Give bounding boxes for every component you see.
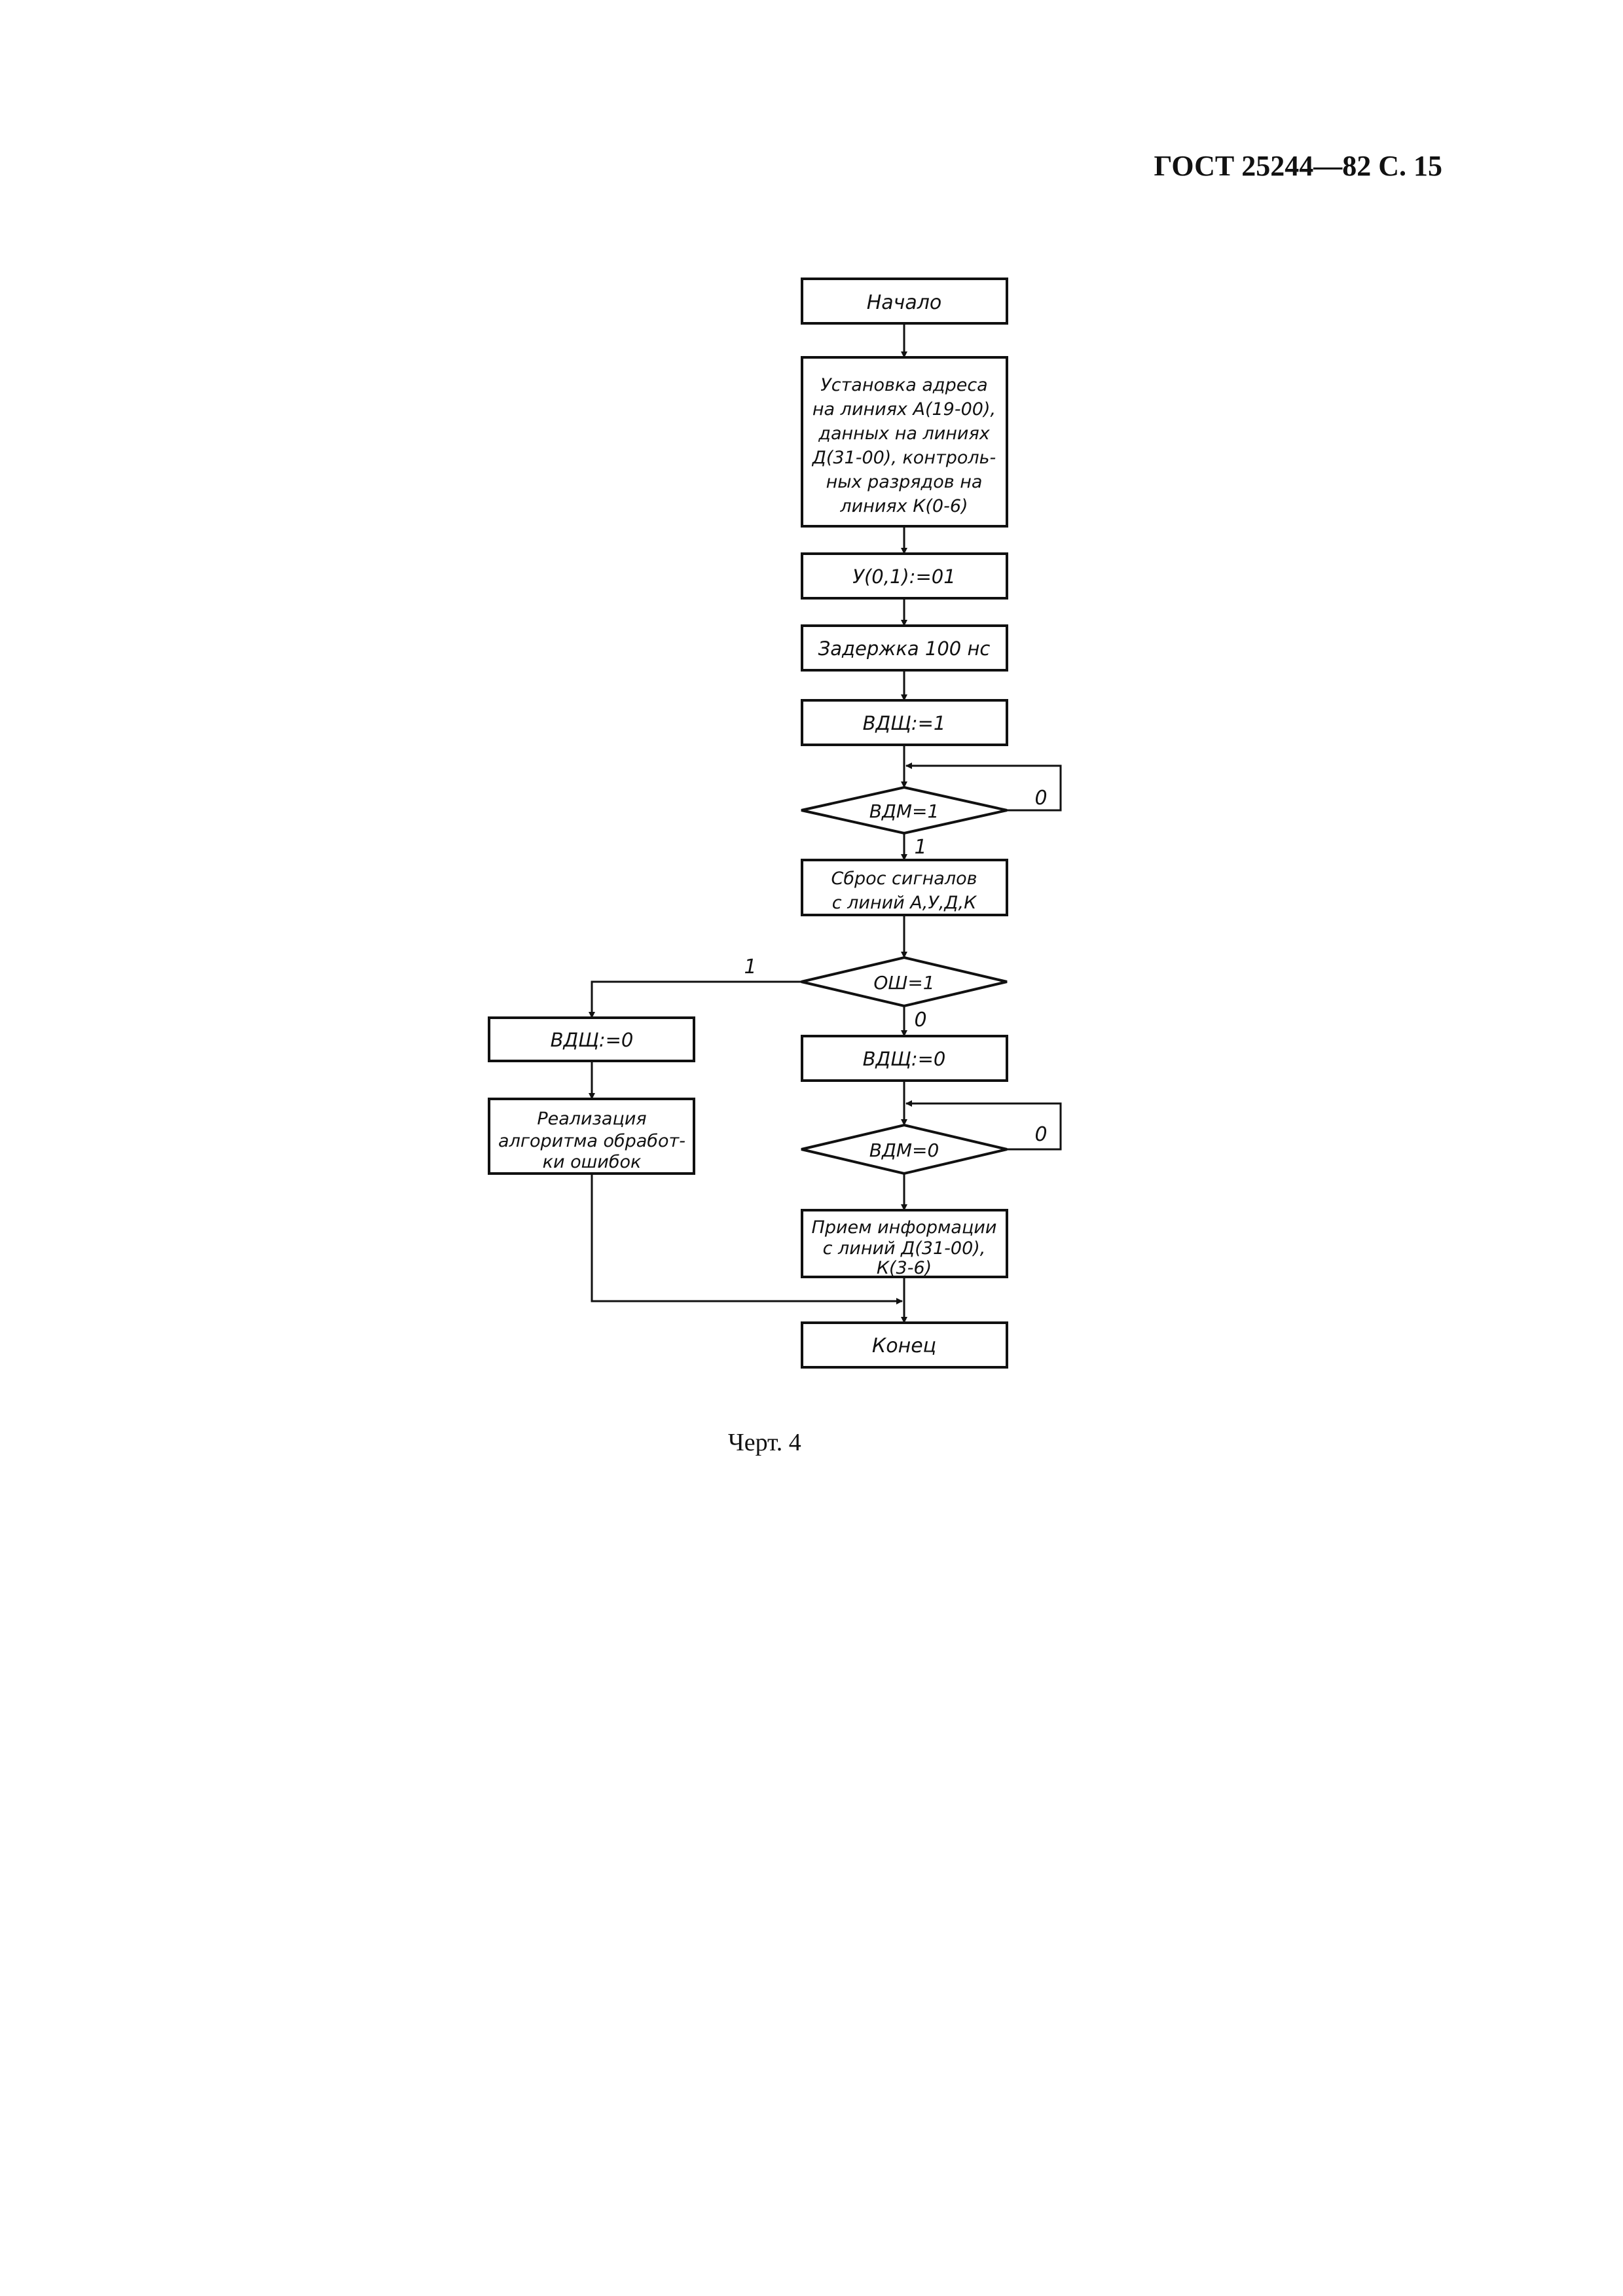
check-osh-label: ОШ=1	[873, 972, 934, 994]
check-osh-yes-label: 1	[744, 956, 756, 978]
reset-signals-block: Сброс сигналов с линий А,У,Д,К	[801, 859, 1008, 916]
error-handling-line-2: алгоритма обработ-	[498, 1131, 685, 1151]
set-vdsh-1-block: ВДЩ:=1	[801, 699, 1008, 746]
set-address-line-3: данных на линиях	[818, 423, 990, 444]
set-vdsh-0-label: ВДЩ:=0	[863, 1048, 946, 1070]
check-osh-no-label: 0	[914, 1009, 926, 1031]
start-label: Начало	[867, 291, 942, 314]
connector-vdm0-loop	[905, 1100, 1062, 1151]
reset-signals-line-2: с линий А,У,Д,К	[832, 893, 977, 913]
error-handling-block: Реализация алгоритма обработ- ки ошибок	[488, 1098, 695, 1175]
start-block: Начало	[801, 278, 1008, 325]
set-address-line-6: линиях К(0-6)	[839, 496, 968, 516]
check-vdm-0-decision: ВДМ=0 0	[801, 1123, 1048, 1175]
set-address-line-1: Установка адреса	[820, 375, 987, 395]
receive-info-line-1: Прием информации	[812, 1217, 997, 1238]
receive-info-block: Прием информации с линий Д(31-00), К(3-6…	[801, 1209, 1008, 1278]
set-vdsh-0-error-block: ВДЩ:=0	[488, 1016, 695, 1062]
connector-vdm1-loop	[905, 762, 1062, 812]
check-vdm-1-no-label: 0	[1034, 787, 1047, 810]
set-vdsh-0-block: ВДЩ:=0	[801, 1035, 1008, 1082]
set-address-block: Установка адреса на линиях А(19-00), дан…	[801, 356, 1008, 528]
set-vdsh-1-label: ВДЩ:=1	[863, 712, 946, 734]
set-u-block: У(0,1):=01	[801, 552, 1008, 600]
check-vdm-1-yes-label: 1	[914, 836, 926, 859]
set-address-line-2: на линиях А(19-00),	[812, 399, 996, 420]
end-block: Конец	[801, 1321, 1008, 1369]
connector-handling-to-end	[591, 1174, 903, 1304]
reset-signals-line-1: Сброс сигналов	[831, 869, 977, 889]
delay-label: Задержка 100 нс	[818, 637, 991, 660]
figure-caption: Черт. 4	[728, 1429, 801, 1456]
check-vdm-0-no-label: 0	[1034, 1123, 1047, 1146]
check-vdm-1-label: ВДМ=1	[869, 800, 939, 822]
connectors	[589, 323, 1062, 1323]
end-label: Конец	[872, 1335, 936, 1357]
check-osh-decision: ОШ=1 1 0	[744, 956, 1008, 1031]
page-header: ГОСТ 25244—82 С. 15	[1154, 150, 1442, 182]
set-vdsh-0-error-label: ВДЩ:=0	[551, 1029, 634, 1051]
set-u-label: У(0,1):=01	[852, 565, 955, 588]
receive-info-line-3: К(3-6)	[877, 1258, 932, 1278]
check-vdm-1-decision: ВДМ=1 0 1	[801, 785, 1048, 859]
set-address-line-5: ных разрядов на	[826, 472, 983, 492]
connector-osh-to-error-branch	[589, 980, 801, 1018]
set-address-line-4: Д(31-00), контроль-	[812, 448, 996, 468]
error-handling-line-3: ки ошибок	[543, 1152, 642, 1172]
error-handling-line-1: Реализация	[537, 1109, 646, 1129]
receive-info-line-2: с линий Д(31-00),	[823, 1238, 986, 1259]
check-vdm-0-label: ВДМ=0	[869, 1139, 939, 1161]
delay-block: Задержка 100 нс	[801, 624, 1008, 672]
